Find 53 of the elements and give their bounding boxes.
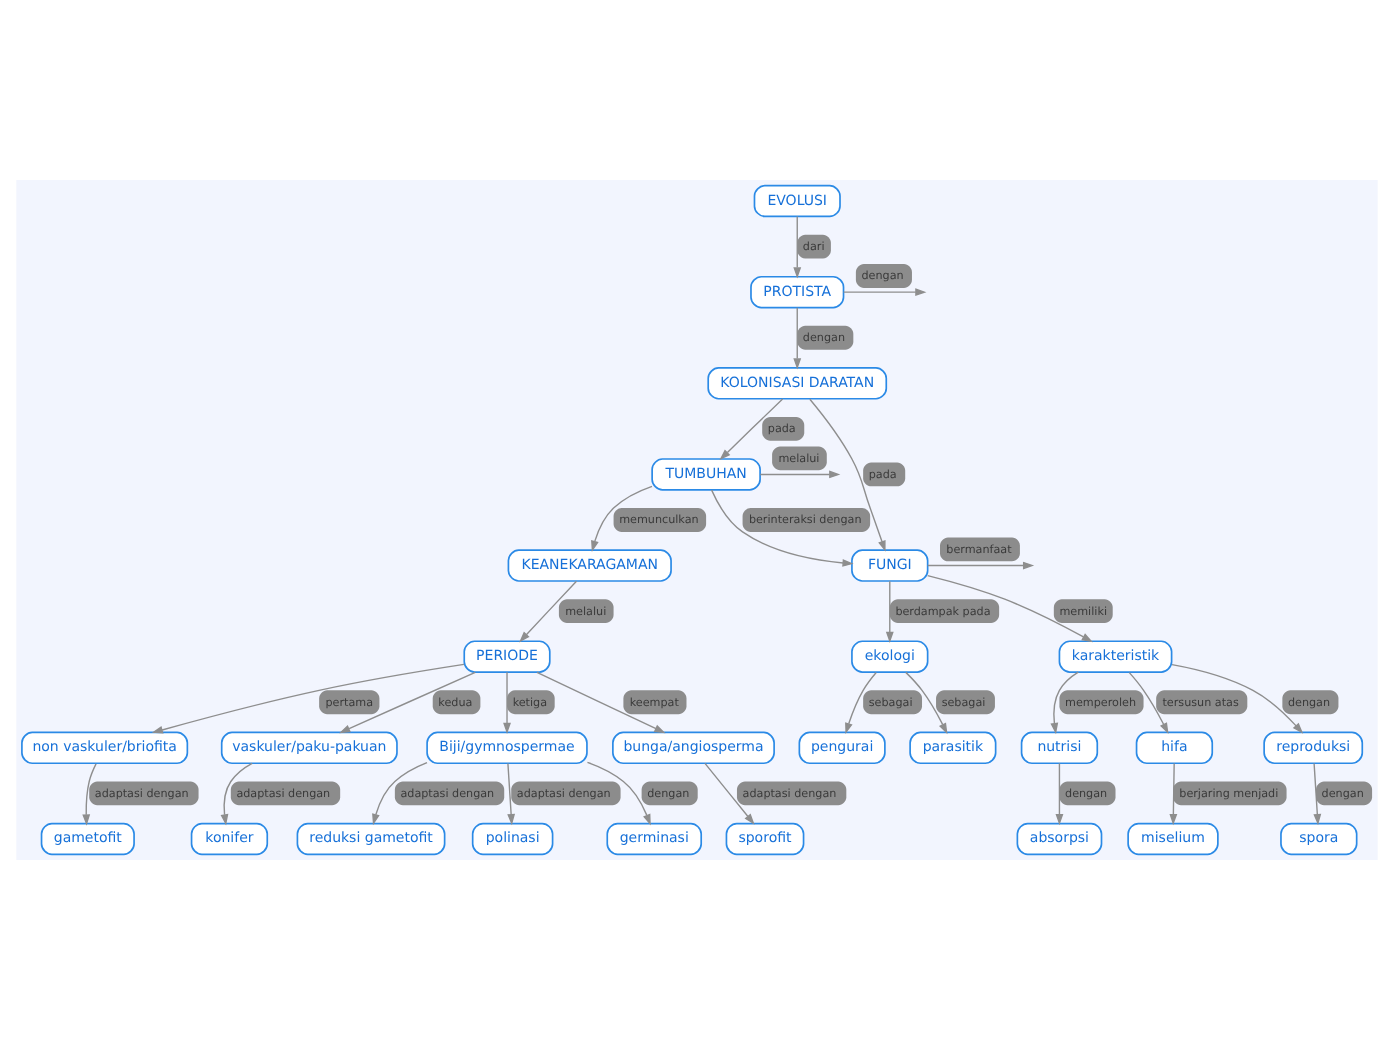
node-box: PERIODE <box>463 640 551 673</box>
arrow <box>536 671 666 734</box>
node-box: parasitik <box>909 731 997 765</box>
arrow <box>842 288 927 297</box>
arrow <box>372 761 428 826</box>
arrow <box>845 671 877 735</box>
arrow <box>759 470 841 479</box>
node-box: pengurai <box>798 731 886 765</box>
node-box: vaskuler/paku-pakuan <box>220 731 398 765</box>
arrow <box>151 663 465 734</box>
node-box: karakteristik <box>1058 640 1173 673</box>
node-box: absorpsi <box>1016 822 1103 856</box>
node-box: gametofit <box>40 822 135 856</box>
arrow <box>586 761 651 826</box>
arrow <box>926 574 1093 643</box>
node-box: KEANEKARAGAMAN <box>507 549 672 582</box>
arrow <box>503 671 511 735</box>
node-box: ekologi <box>851 640 929 673</box>
arrow <box>82 763 97 826</box>
arrow <box>507 762 516 826</box>
arrow <box>339 671 476 734</box>
arrow <box>719 398 784 461</box>
arrow <box>1050 671 1079 735</box>
node-box: sporofit <box>725 822 805 856</box>
node-box: miselium <box>1127 822 1219 856</box>
node-box: TUMBUHAN <box>651 458 761 491</box>
arrow <box>885 580 894 643</box>
arrow <box>1128 671 1169 734</box>
arrow <box>1055 762 1064 826</box>
node-box: non vaskuler/briofita <box>21 731 189 765</box>
node-box: Biji/gymnospermae <box>426 731 588 765</box>
node-box: KOLONISASI DARATAN <box>707 367 888 400</box>
node-box: spora <box>1280 822 1358 856</box>
arrow <box>1171 663 1304 734</box>
arrow <box>793 215 802 279</box>
arrow <box>519 580 578 643</box>
arrow <box>809 398 886 552</box>
node-box: bunga/angiosperma <box>612 731 775 765</box>
node-box: polinasi <box>471 822 554 856</box>
node-box: germinasi <box>606 822 703 856</box>
node-box: konifer <box>190 822 269 856</box>
arrow <box>905 671 948 735</box>
arrow <box>927 561 1035 570</box>
node-box: EVOLUSI <box>753 184 841 218</box>
arrow <box>710 489 854 567</box>
arrow <box>1313 762 1322 826</box>
node-box: reproduksi <box>1263 731 1364 765</box>
node-box: nutrisi <box>1020 731 1099 765</box>
node-box: FUNGI <box>851 549 929 582</box>
node-box: reduksi gametofit <box>296 822 446 856</box>
arrow <box>591 485 653 552</box>
node-box: hifa <box>1135 731 1214 765</box>
node-box: PROTISTA <box>750 275 845 309</box>
